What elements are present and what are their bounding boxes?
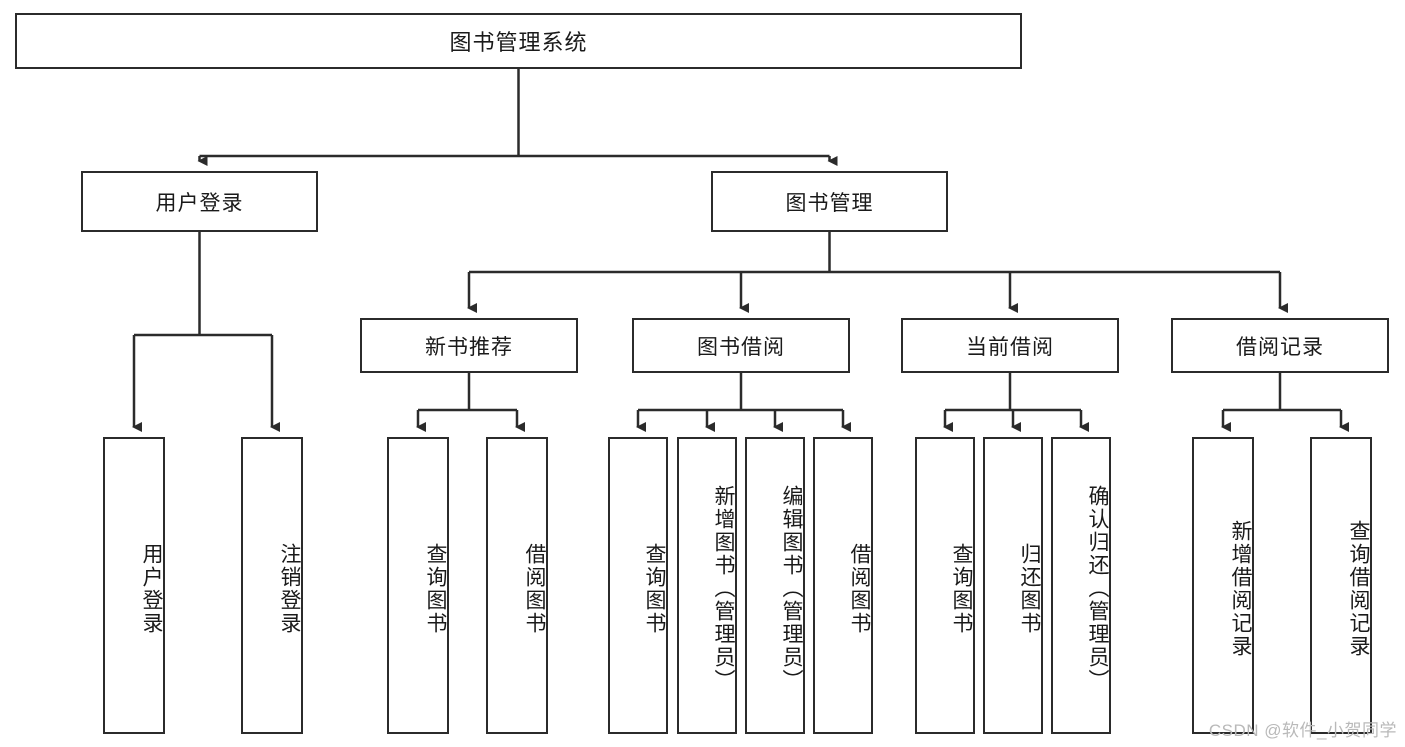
node-label: 归还图书	[1018, 542, 1041, 635]
node-leaf-query-record: 查询借阅记录	[1310, 437, 1372, 734]
node-leaf-query-book-borrow: 查询图书	[608, 437, 668, 734]
node-label: 借阅记录	[1236, 335, 1324, 359]
node-leaf-borrow-book: 借阅图书	[813, 437, 873, 734]
node-leaf-confirm-return: 确认归还（管理员）	[1051, 437, 1111, 734]
node-leaf-return-book: 归还图书	[983, 437, 1043, 734]
node-label: 新增图书（管理员）	[712, 485, 735, 692]
node-label: 注销登录	[278, 542, 301, 635]
node-label: 确认归还（管理员）	[1086, 485, 1109, 692]
node-label: 新书推荐	[425, 335, 513, 359]
node-label: 查询图书	[424, 542, 447, 635]
node-label: 查询借阅记录	[1347, 519, 1370, 658]
node-label: 当前借阅	[966, 335, 1054, 359]
node-leaf-query-book-rec: 查询图书	[387, 437, 449, 734]
node-root: 图书管理系统	[15, 13, 1022, 69]
node-book-manage: 图书管理	[711, 171, 948, 232]
node-leaf-borrow-book-rec: 借阅图书	[486, 437, 548, 734]
node-current-borrow: 当前借阅	[901, 318, 1119, 373]
node-label: 图书管理系统	[449, 30, 588, 55]
node-user-login: 用户登录	[81, 171, 318, 232]
node-label: 编辑图书（管理员）	[780, 485, 803, 692]
node-label: 借阅图书	[848, 542, 871, 635]
node-label: 查询图书	[643, 542, 666, 635]
node-leaf-edit-book: 编辑图书（管理员）	[745, 437, 805, 734]
node-label: 查询图书	[950, 542, 973, 635]
node-leaf-user-logout: 注销登录	[241, 437, 303, 734]
node-label: 图书借阅	[697, 335, 785, 359]
node-borrow-record: 借阅记录	[1171, 318, 1389, 373]
node-label: 用户登录	[155, 191, 244, 215]
node-leaf-query-book-cur: 查询图书	[915, 437, 975, 734]
node-label: 图书管理	[785, 191, 874, 215]
node-leaf-user-login: 用户登录	[103, 437, 165, 734]
node-new-book-rec: 新书推荐	[360, 318, 578, 373]
node-label: 用户登录	[140, 542, 163, 635]
node-label: 借阅图书	[523, 542, 546, 635]
watermark: CSDN @软件_小贺同学	[1208, 721, 1397, 740]
node-label: 新增借阅记录	[1229, 519, 1252, 658]
node-leaf-add-record: 新增借阅记录	[1192, 437, 1254, 734]
node-leaf-add-book: 新增图书（管理员）	[677, 437, 737, 734]
node-book-borrow: 图书借阅	[632, 318, 850, 373]
